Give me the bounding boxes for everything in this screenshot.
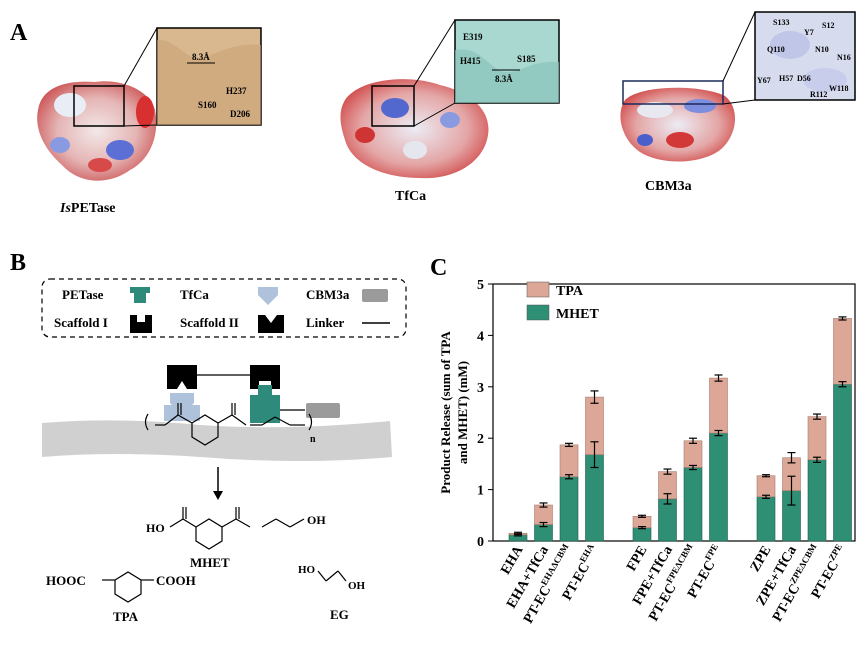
bar-mhet [683, 467, 703, 542]
x-tick-label: FPE [624, 544, 650, 574]
bar-mhet [658, 498, 677, 542]
eg-ho: HO [298, 564, 316, 576]
legend-tfca-label: TfCa [180, 287, 209, 302]
legend-scaffold1-label: Scaffold I [54, 315, 108, 330]
tpa-hooc: HOOC [46, 573, 86, 588]
legend-mhet-label: MHET [556, 307, 599, 322]
tfca-label: TfCa [395, 189, 426, 204]
petase-zoom-box [73, 85, 125, 127]
tfca-residue: H415 [460, 56, 481, 66]
cbm3a-residue: H57 [779, 74, 793, 83]
chart-bars [508, 316, 852, 542]
bar-mhet [632, 527, 652, 542]
legend-tpa-swatch [526, 281, 550, 298]
tfca-shape-icon [258, 287, 278, 305]
y-tick-label: 4 [477, 329, 484, 344]
y-tick-label: 1 [477, 484, 484, 499]
petase-residue: S160 [198, 100, 217, 110]
mhet-ho: HO [146, 521, 165, 535]
eg-structure [317, 570, 347, 582]
bar-mhet [756, 496, 776, 542]
petase-residue: D206 [230, 109, 250, 119]
bar-tpa [559, 444, 579, 478]
bar-mhet [833, 383, 852, 542]
petase-label: IsPETase [59, 201, 116, 216]
pet-structure: n [144, 403, 316, 446]
tfca-residue: 8.3Å [495, 74, 513, 84]
petase-residue: H237 [226, 86, 247, 96]
cbm3a-residue: N10 [815, 45, 829, 54]
cbm3a-residue: Y67 [757, 76, 771, 85]
tfca-residue: S185 [517, 54, 536, 64]
panel-c-letter: C [430, 255, 448, 281]
eg-label: EG [330, 607, 349, 622]
y-tick-label: 2 [477, 432, 484, 447]
bar-tpa [807, 416, 827, 461]
cbm3a-residue: Q110 [767, 45, 785, 54]
panel-a-letter: A [10, 20, 28, 46]
cbm3a-residue: Y7 [804, 28, 814, 37]
cbm3a-zoom-box [622, 80, 724, 105]
chart-legend: TPA MHET [526, 281, 599, 322]
tpa-structure [102, 571, 154, 603]
petase-surface [37, 81, 157, 181]
panel-a-figure: 8.3Å H237 D206 S160 IsPETase E319 S185 H… [37, 11, 856, 216]
tfca-surface [340, 79, 489, 179]
cbm3a-residue: D56 [797, 74, 811, 83]
tpa-label: TPA [113, 609, 139, 624]
legend-linker-label: Linker [306, 315, 345, 330]
bar-tpa [683, 440, 703, 468]
petase-shape-icon [130, 287, 150, 303]
y-tick-label: 3 [477, 381, 484, 396]
scaffold2-shape-icon [258, 315, 284, 333]
cbm3a-residue: S133 [773, 18, 789, 27]
mhet-label: MHET [190, 555, 230, 570]
cbm3a-residue: W118 [829, 84, 849, 93]
bar-mhet [559, 476, 579, 542]
x-tick-label: ZPE [748, 544, 775, 575]
bar-mhet [807, 459, 827, 542]
legend-tpa-label: TPA [556, 284, 584, 299]
cbm3a-residue: N16 [837, 53, 851, 62]
scaffold-legend: PETase TfCa CBM3a Scaffold I Scaffold II… [41, 278, 407, 338]
panel-b-letter: B [10, 250, 27, 276]
bar-tpa [632, 516, 652, 528]
legend-petase-label: PETase [62, 287, 104, 302]
legend-scaffold2-label: Scaffold II [180, 315, 239, 330]
pet-film [42, 420, 392, 461]
legend-cbm3a-label: CBM3a [306, 287, 350, 302]
legend-mhet-swatch [526, 304, 550, 321]
cbm3a-residue: R112 [810, 90, 827, 99]
bar-tpa [833, 318, 852, 385]
scaffold1-shape-icon [130, 315, 152, 333]
y-axis-label-line2: and MHET) (mM) [455, 361, 470, 464]
eg-oh: OH [348, 580, 366, 592]
tpa-cooh: COOH [156, 573, 196, 588]
cbm3a-label: CBM3a [645, 179, 692, 194]
cbm3a-inset: S133 S12 Y7 Q110 N10 N16 Y67 H57 D56 W11… [754, 11, 856, 101]
cbm3a-surface [620, 87, 736, 162]
tfca-residue: E319 [463, 32, 483, 42]
bar-tpa [709, 377, 728, 434]
cbm3a-residue: S12 [822, 21, 834, 30]
repeat-unit-n: n [310, 434, 316, 445]
y-tick-label: 0 [477, 535, 484, 550]
tfca-inset: E319 S185 H415 8.3Å [454, 19, 560, 104]
bar-mhet [709, 432, 728, 542]
scaffold-assembly [164, 365, 340, 423]
petase-inset: 8.3Å H237 D206 S160 [156, 27, 262, 126]
tfca-zoom-box [371, 85, 415, 127]
petase-residue: 8.3Å [192, 52, 210, 62]
bar-tpa [756, 475, 776, 498]
mhet-structure [169, 507, 305, 550]
y-tick-label: 5 [477, 278, 484, 293]
bar-tpa [534, 504, 553, 525]
panel-b-figure: PETase TfCa CBM3a Scaffold I Scaffold II… [41, 278, 407, 624]
mhet-oh: OH [307, 513, 326, 527]
cbm3a-shape-icon [362, 289, 388, 302]
y-axis-label-line1: Product Release (sum of TPA [438, 331, 453, 494]
